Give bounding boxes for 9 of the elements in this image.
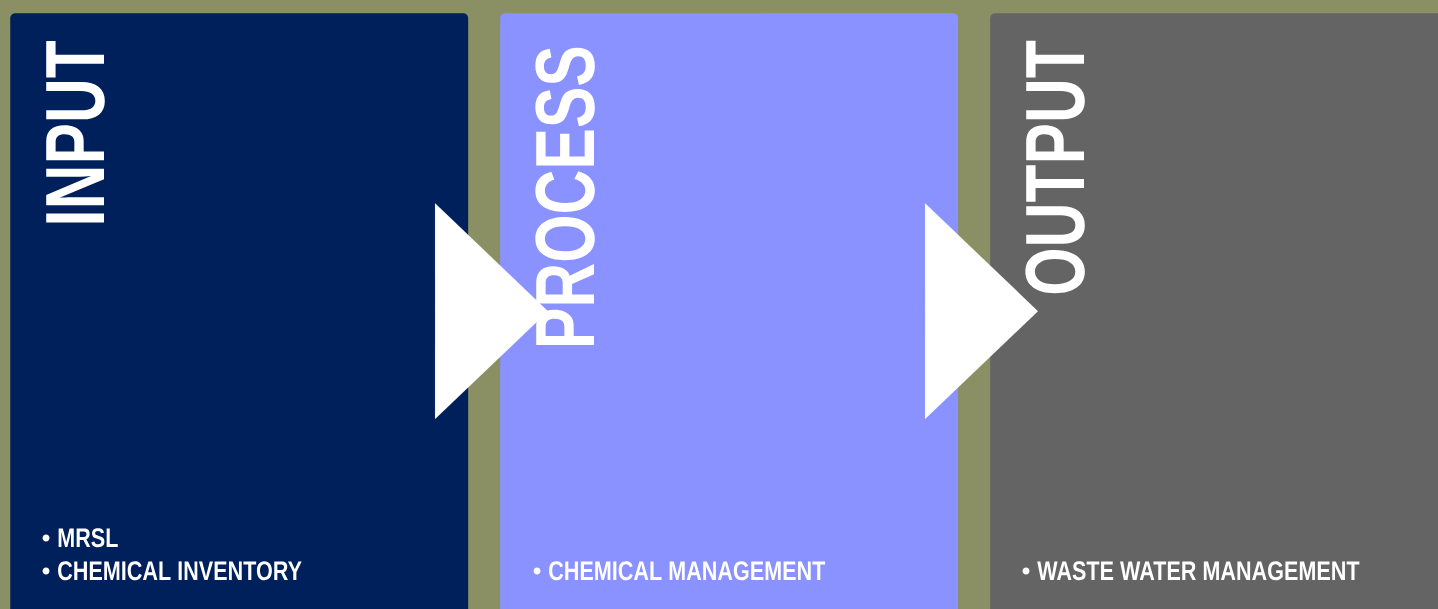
chevron-arrow bbox=[924, 203, 1038, 420]
bullet-item: MRSL bbox=[58, 528, 118, 548]
panel-heading: PROCESS bbox=[535, 47, 595, 345]
bullet-item: CHEMICAL MANAGEMENT bbox=[549, 561, 826, 581]
panel-heading: OUTPUT bbox=[1025, 40, 1085, 294]
bullet-item: CHEMICAL INVENTORY bbox=[58, 561, 302, 581]
chevron-arrow bbox=[434, 203, 548, 420]
panel-heading: INPUT bbox=[46, 40, 105, 223]
bullet-item: WASTE WATER MANAGEMENT bbox=[1037, 561, 1360, 581]
